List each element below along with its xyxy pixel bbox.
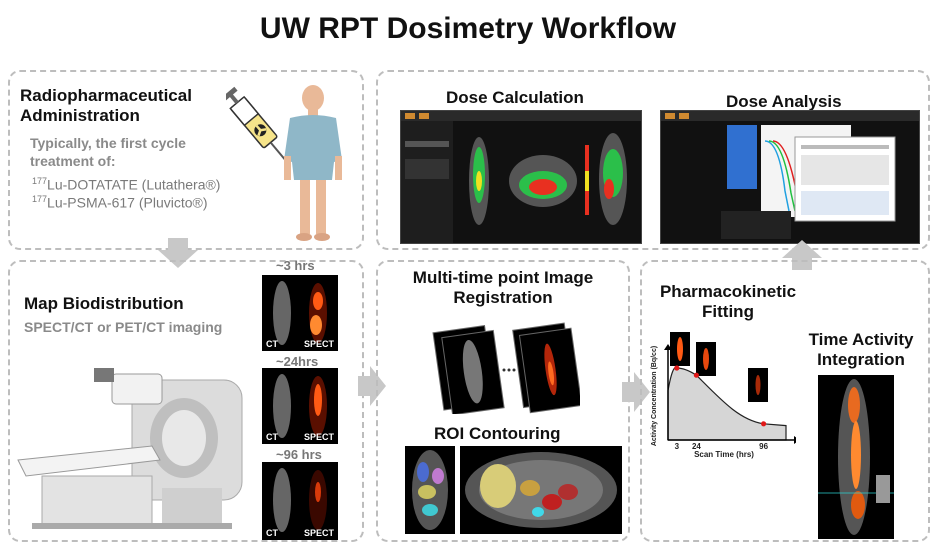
pk-data-point: [694, 373, 699, 378]
dose-analysis-screen: [660, 110, 920, 244]
pk-x-tick-label: 3: [675, 442, 680, 451]
admin-subtitle: Typically, the first cycle treatment of:: [30, 134, 200, 170]
pk-x-arrowhead: [794, 436, 796, 444]
spect-label: SPECT: [304, 432, 334, 442]
ct-label: CT: [266, 339, 278, 349]
scan-24hrs: CT SPECT: [262, 368, 338, 444]
dose-calc-screen: [400, 110, 642, 244]
dose-analysis-heading: Dose Analysis: [726, 92, 842, 112]
pk-thumb-3-hot: [756, 375, 761, 395]
registration-image: [430, 318, 580, 414]
scanner-icon: [12, 368, 252, 538]
time-label-3hrs: ~3 hrs: [276, 258, 315, 273]
time-label-96hrs: ~96 hrs: [276, 447, 322, 462]
spect-label: SPECT: [304, 528, 334, 538]
biodist-heading: Map Biodistribution: [24, 294, 184, 314]
pk-x-label: Scan Time (hrs): [694, 450, 754, 459]
time-label-24hrs: ~24hrs: [276, 354, 318, 369]
pk-curve-area: [668, 367, 786, 440]
scan-96hrs: CT SPECT: [262, 462, 338, 540]
roi-heading: ROI Contouring: [434, 424, 561, 444]
drug-name: Lu-PSMA-617 (Pluvicto®): [47, 195, 207, 211]
dose-calc-heading: Dose Calculation: [446, 88, 584, 108]
pk-data-point: [761, 421, 766, 426]
pk-data-point: [674, 365, 679, 370]
page-title: UW RPT Dosimetry Workflow: [0, 12, 936, 46]
tai-heading: Time Activity Integration: [796, 330, 926, 370]
isotope-number: 177: [32, 194, 47, 204]
pk-heading: Pharmacokinetic Fitting: [650, 282, 806, 322]
roi-axial-image: [460, 446, 622, 534]
registration-heading: Multi-time point Image Registration: [386, 268, 620, 308]
roi-axial-contours: [460, 446, 622, 534]
pk-thumb-2-hot: [703, 348, 709, 370]
dose-analysis-image: [661, 111, 919, 243]
pk-y-label: Activity Concentration (Bq/cc): [651, 346, 658, 446]
roi-coronal-image: [405, 446, 455, 534]
spect-label: SPECT: [304, 339, 334, 349]
ct-label: CT: [266, 432, 278, 442]
pk-thumb-1-hot: [677, 337, 683, 361]
tai-image: [818, 375, 894, 539]
tai-fusion: [818, 375, 894, 539]
roi-coronal-contours: [405, 446, 455, 534]
patient-icon: [282, 84, 344, 244]
ct-label: CT: [266, 528, 278, 538]
biodist-subtitle: SPECT/CT or PET/CT imaging: [24, 318, 222, 336]
pk-x-tick-label: 96: [759, 442, 768, 451]
admin-item-2: 177Lu-PSMA-617 (Pluvicto®): [32, 190, 208, 212]
dose-calc-image: [401, 111, 641, 243]
scan-3hrs: CT SPECT: [262, 275, 338, 351]
admin-heading: Radiopharmaceutical Administration: [20, 86, 225, 126]
isotope-number: 177: [32, 176, 47, 186]
